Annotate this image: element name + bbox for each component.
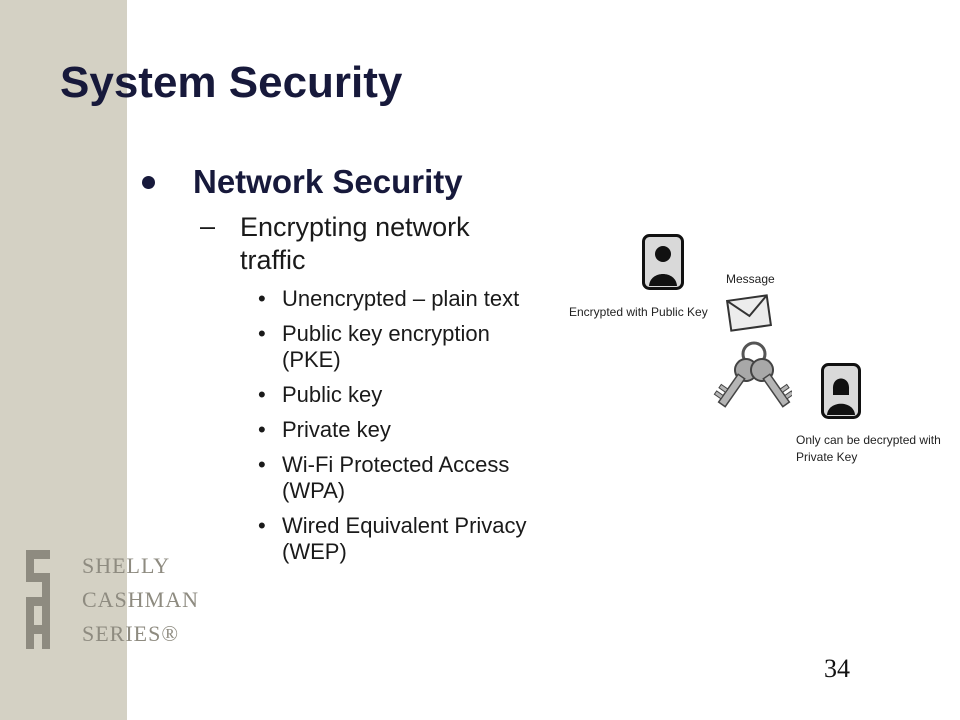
logo-word-series: SERIES® bbox=[82, 621, 180, 646]
sub-bullet-label: Encrypting network traffic bbox=[240, 212, 470, 275]
encrypted-label: Encrypted with Public Key bbox=[569, 305, 708, 319]
encryption-diagram: Encrypted with Public Key Message Only c… bbox=[560, 230, 950, 480]
keys-icon bbox=[713, 341, 792, 408]
list-item: •Public key bbox=[258, 382, 383, 407]
envelope-icon bbox=[725, 294, 773, 332]
recipient-person-icon bbox=[821, 363, 861, 419]
logo-word-cashman: CASHMAN bbox=[82, 587, 200, 612]
list-item: •Public key encryption (PKE) bbox=[258, 321, 490, 372]
main-bullet-label: Network Security bbox=[193, 163, 463, 200]
page-number: 34 bbox=[824, 654, 850, 683]
decrypted-label: Only can be decrypted with Private Key bbox=[796, 433, 941, 464]
logo-word-shelly: SHELLY bbox=[82, 553, 171, 578]
list-item: •Wired Equivalent Privacy (WEP) bbox=[258, 513, 527, 564]
main-bullet-dot bbox=[142, 176, 155, 189]
bullet-list: •Unencrypted – plain text •Public key en… bbox=[258, 286, 548, 574]
shelly-cashman-logo: SHELLY CASHMAN SERIES® bbox=[20, 545, 198, 660]
sidebar-band bbox=[0, 0, 127, 720]
sender-person-icon bbox=[642, 234, 684, 290]
list-item: •Wi-Fi Protected Access (WPA) bbox=[258, 452, 510, 503]
message-label: Message bbox=[726, 272, 775, 286]
list-item: •Unencrypted – plain text bbox=[258, 286, 520, 311]
sub-bullet-dash: – bbox=[200, 211, 216, 241]
list-item: •Private key bbox=[258, 417, 391, 442]
slide-title: System Security bbox=[60, 58, 403, 107]
series-logo-mark-icon bbox=[26, 550, 50, 649]
